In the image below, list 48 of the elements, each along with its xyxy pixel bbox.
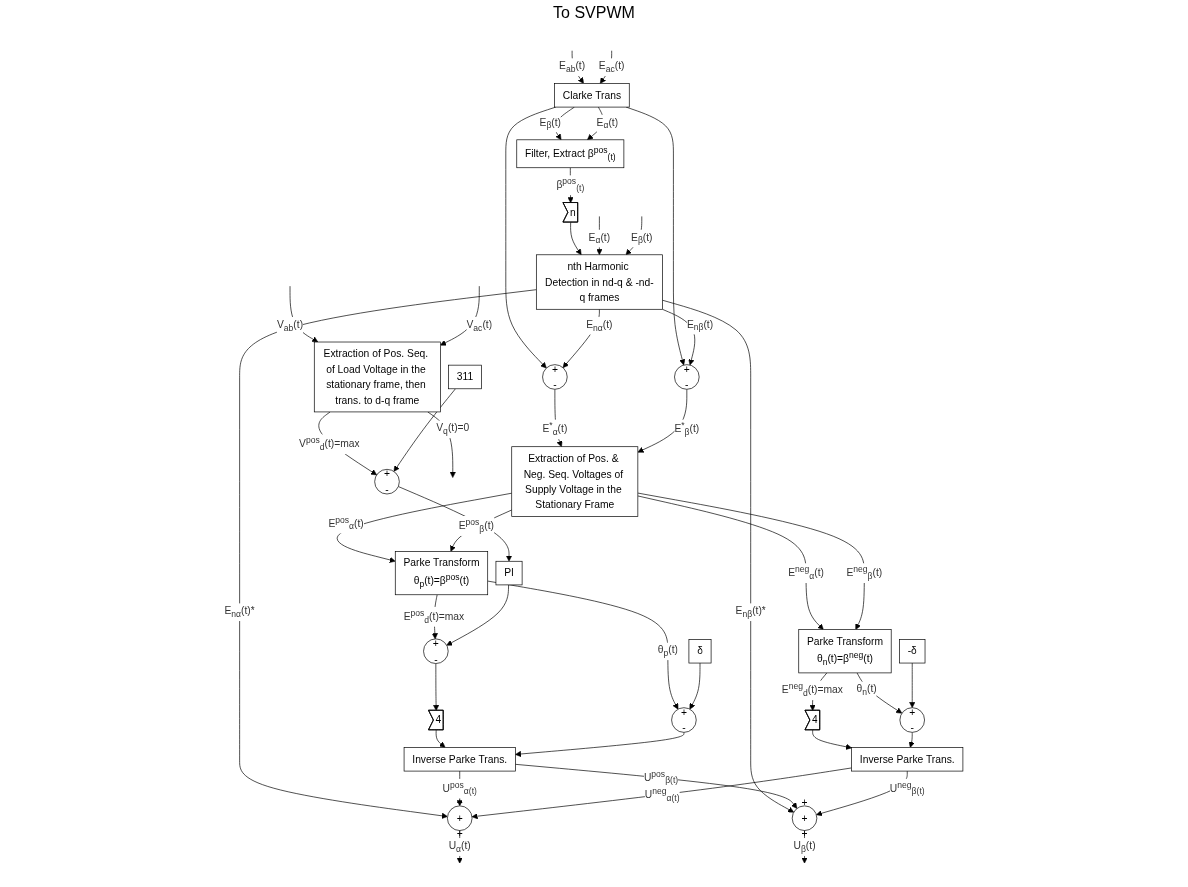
node-box: δ <box>688 638 712 663</box>
edge-label: E$^{pos}$$_{α}$(t) <box>328 514 365 531</box>
edge-label: E$^{neg}$$_{β}$(t) <box>846 564 883 581</box>
edge-label: E$^{neg}$$_{α}$(t) <box>788 564 825 581</box>
node-box: Parke Transform θ$_{n}$(t)=β$^{neg}$(t) <box>798 628 892 673</box>
edge-label: U$_{α}$(t) <box>448 838 472 854</box>
edge-label: E$_{nβ}$(t)* <box>735 604 767 619</box>
node-box: Inverse Parke Trans. <box>404 746 517 771</box>
node-box: PI <box>495 560 523 585</box>
edge-label: E$_{nα}$(t) <box>586 317 613 333</box>
node-circle: + - <box>674 363 700 390</box>
edge-label: E$^{*}$$_{β}$(t) <box>674 420 700 437</box>
edge-label: θ$_{p}$(t) <box>658 643 679 658</box>
node-box: -δ <box>899 638 926 663</box>
edge-label: E$^{*}$$_{α}$(t) <box>542 420 568 437</box>
node-circle: + - <box>423 638 449 664</box>
edge-label: V$^{pos}$$_{d}$(t)=max <box>299 435 360 452</box>
node-circle: + <box>792 805 818 831</box>
edge-label: E$_{β}$(t) <box>631 230 653 245</box>
edge-label: V$_{ab}$(t) <box>277 317 304 333</box>
node-box: Extraction of Pos. Seq. of Load Voltage in the stationary frame, then trans. to d-q frame <box>314 341 442 412</box>
edge-label: E$^{pos}$$_{d}$(t)=max <box>403 607 465 625</box>
edge-label: V$_{ac}$(t) <box>466 317 493 333</box>
node-box: Parke Transform θ$_{p}$(t)=β$^{pos}$(t) <box>395 550 489 595</box>
node-box: nth Harmonic Detection in nd-q & -nd-q frames <box>536 253 664 310</box>
node-circle: + - <box>374 468 400 494</box>
edge-label: E$_{α}$(t) <box>588 230 611 245</box>
edge-label: θ$_{n}$(t) <box>856 682 878 697</box>
node-circle: + <box>447 805 473 831</box>
edge-label: E$_{α}$(t) <box>596 115 619 130</box>
edge-label: E$_{nα}$(t)* <box>224 604 256 619</box>
edge-label: E$^{pos}$$_{β}$(t) <box>458 516 495 534</box>
node-box: Extraction of Pos. & Neg. Seq. Voltages of Supply Voltage in the Stationary Frame <box>511 445 639 517</box>
node-box: Inverse Parke Trans. <box>851 746 964 771</box>
node-box: 311 <box>448 364 483 389</box>
node-circle: + - <box>899 706 926 733</box>
edge-label: U$_{β}$(t) <box>793 838 816 854</box>
node-box: Clarke Trans <box>554 82 630 107</box>
edge-label: E$_{β}$(t) <box>539 115 562 130</box>
note-text: To SVPWM <box>553 4 635 22</box>
edge-label: V$_{q}$(t)=0 <box>436 421 470 436</box>
edge-label: E$^{neg}$$_{d}$(t)=max <box>782 681 844 698</box>
node-label: + <box>801 795 808 808</box>
edge-label: E$_{nβ}$(t) <box>687 317 714 332</box>
edge-label: E$_{ab}$(t) <box>559 59 586 74</box>
edge-label: E$_{ac}$(t) <box>599 59 625 74</box>
node-circle: + - <box>542 363 568 390</box>
node-circle: + - <box>671 706 697 733</box>
